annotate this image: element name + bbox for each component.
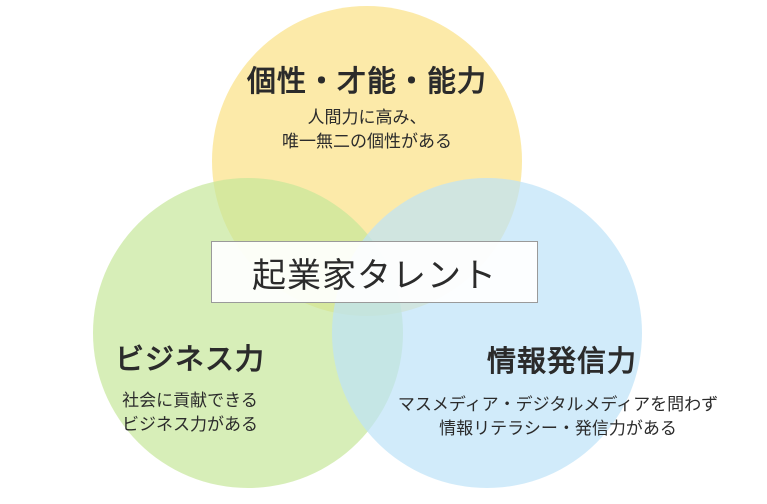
media-desc-line1: マスメディア・デジタルメディアを問わず (397, 395, 719, 415)
talent-title: 個性・才能・能力 (246, 64, 488, 98)
media-desc-line2: 情報リテラシー・発信力がある (439, 419, 677, 439)
business-desc-line2: ビジネス力がある (122, 415, 258, 435)
media-title: 情報発信力 (486, 344, 638, 378)
business-title: ビジネス力 (114, 342, 266, 376)
talent-desc-line1: 人間力に高み、 (307, 108, 427, 128)
circle-media (332, 178, 642, 488)
talent-desc-line2: 唯一無二の個性がある (282, 132, 452, 152)
business-desc-line1: 社会に貢献できる (122, 391, 258, 411)
center-label: 起業家タレント (211, 241, 538, 303)
